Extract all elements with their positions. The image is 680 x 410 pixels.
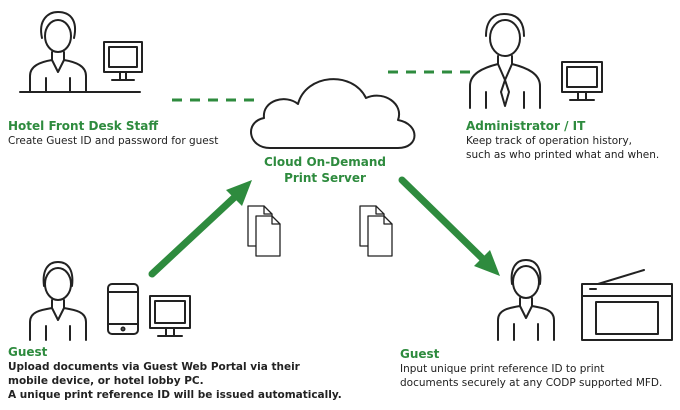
- admin-block: Administrator / IT Keep track of operati…: [466, 118, 678, 162]
- guest-print-line1: Input unique print reference ID to print: [400, 363, 605, 375]
- server-title-line1: Cloud On-Demand: [263, 155, 387, 169]
- guest-upload-icon: [29, 261, 87, 341]
- admin-desc-line2: such as who printed what and when.: [466, 149, 660, 161]
- arrow-icon: [398, 176, 500, 276]
- guest-print-icon: [497, 259, 555, 341]
- server-title: Cloud On-Demand Print Server: [250, 154, 400, 186]
- admin-desc-line1: Keep track of operation history,: [466, 135, 633, 147]
- guest-print-block: Guest Input unique print reference ID to…: [400, 346, 678, 390]
- front-desk-block: Hotel Front Desk Staff Create Guest ID a…: [8, 118, 248, 148]
- document-icon: [359, 205, 393, 257]
- front-desk-title: Hotel Front Desk Staff: [8, 119, 159, 133]
- arrow-icon: [148, 180, 252, 278]
- document-icon: [247, 205, 281, 257]
- front-desk-desc: Create Guest ID and password for guest: [8, 135, 219, 147]
- guest-upload-title: Guest: [8, 345, 48, 359]
- cloud-icon: [250, 78, 416, 149]
- guest-print-title: Guest: [400, 347, 440, 361]
- guest-print-line2: documents securely at any CODP supported…: [400, 377, 663, 389]
- guest-upload-line2: mobile device, or hotel lobby PC.: [8, 375, 204, 387]
- server-title-line2: Print Server: [284, 171, 366, 185]
- dashed-connector: [172, 70, 470, 102]
- guest-upload-line1: Upload documents via Guest Web Portal vi…: [8, 361, 300, 373]
- monitor-icon: [561, 61, 603, 101]
- front-desk-staff-icon: [19, 11, 141, 93]
- administrator-icon: [469, 13, 541, 109]
- admin-title: Administrator / IT: [466, 119, 586, 133]
- smartphone-icon: [107, 283, 139, 335]
- monitor-icon: [149, 295, 191, 337]
- guest-upload-line3: A unique print reference ID will be issu…: [8, 389, 342, 401]
- guest-upload-block: Guest Upload documents via Guest Web Por…: [8, 344, 358, 402]
- monitor-icon: [103, 41, 143, 81]
- printer-icon: [581, 269, 673, 341]
